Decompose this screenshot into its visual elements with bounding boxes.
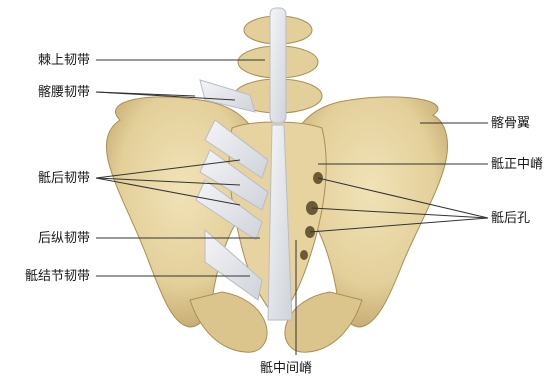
label-intermediate-sacral-crest: 骶中间嵴 [260, 361, 312, 376]
label-posterior-sacroiliac-ligament: 骶后韧带 [6, 171, 90, 186]
label-iliolumbar-ligament: 髂腰韧带 [6, 85, 90, 100]
label-sacrotuberous-ligament: 骶结节韧带 [6, 269, 90, 284]
label-ilium-wing: 髂骨翼 [491, 116, 530, 131]
label-supraspinous-ligament: 棘上韧带 [6, 53, 90, 68]
label-posterior-longitudinal-ligament: 后纵韧带 [6, 231, 90, 246]
label-posterior-sacral-foramina: 骶后孔 [491, 211, 530, 226]
right-ischium [285, 292, 362, 352]
label-median-sacral-crest: 骶正中嵴 [491, 157, 543, 172]
left-ischium [190, 292, 267, 352]
